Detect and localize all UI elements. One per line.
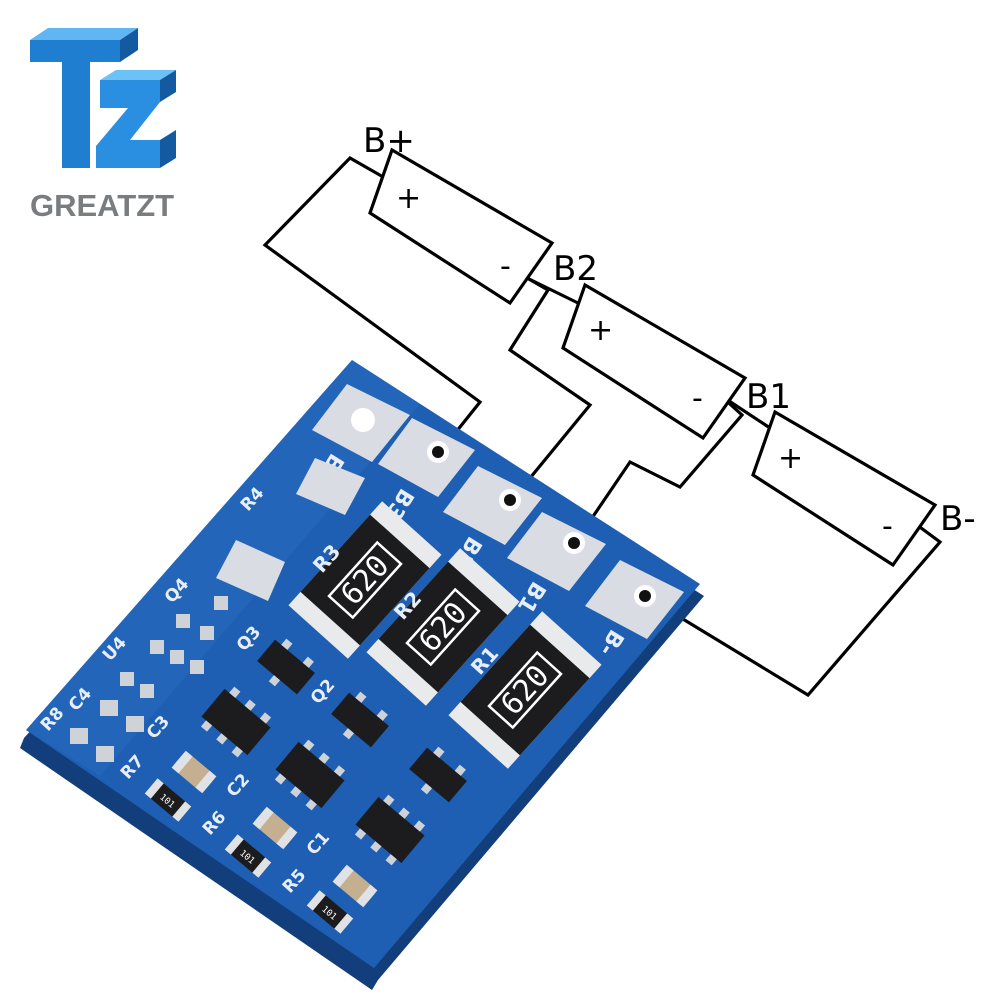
pad-r4-b [216,540,285,601]
cell-1-minus: - [500,249,511,284]
cell-2-minus: - [692,381,703,416]
resistor-r3: 620 [288,501,442,659]
resistor-r6: 101 [224,834,272,878]
ic-u1 [354,794,426,866]
logo-cube-mark [30,28,176,168]
pad-r4-a [296,458,365,515]
ic-u3 [200,686,272,758]
capacitor-c2 [252,806,298,850]
pad-b2 [443,466,542,545]
battery-cell-2: + - [561,282,748,441]
pad-b4 [312,384,410,462]
terminal-b-minus: B- [940,499,976,539]
resistor-r5: 101 [306,890,354,934]
wire-b-plus [262,155,483,453]
greatzt-logo: GREATZT [30,28,176,223]
cell-3-plus: + [778,441,803,476]
mosfet-q1 [409,746,467,803]
protection-pcb: B4 B3 B2 B1 B- 620 620 620 R3 R2 [20,360,704,990]
wire-b-minus [644,520,943,698]
mosfet-q2 [331,691,389,748]
pad-b1 [507,512,606,591]
resistor-r2: 620 [366,548,520,706]
cell-3-minus: - [882,509,893,544]
cell-2-plus: + [588,313,613,348]
capacitor-c3 [171,750,217,794]
pad-b3 [378,418,475,497]
battery-cell-3: + - [751,409,938,568]
pad-b-minus [585,560,684,639]
resistor-r1: 620 [448,611,602,769]
terminal-b-plus: B+ [363,121,415,161]
ic-u2 [274,739,346,811]
wire-link-1 [526,276,579,305]
capacitor-c1 [332,864,378,908]
cell-1-plus: + [396,181,421,216]
brand-name: GREATZT [30,188,174,223]
terminal-b1: B1 [746,377,791,417]
terminal-b2: B2 [553,249,598,289]
mosfet-q3 [257,638,315,695]
wire-b1 [573,393,745,544]
resistor-r7: 101 [144,778,192,822]
small-pads-left [70,596,228,762]
pcb-surface [26,360,700,968]
battery-cell-1: + - [368,147,555,306]
